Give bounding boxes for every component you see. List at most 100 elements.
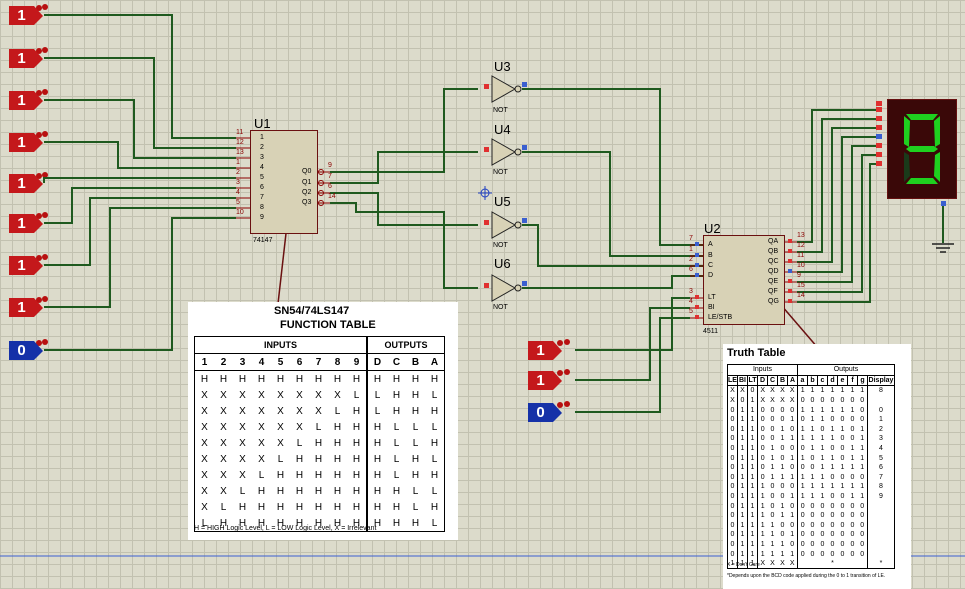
u2-out-state xyxy=(788,279,792,283)
table2-cell xyxy=(838,559,848,569)
table1-cell: X xyxy=(220,453,227,465)
table1-cell: H xyxy=(392,501,401,513)
table1-cell: H xyxy=(276,373,285,385)
segment-d xyxy=(906,178,938,184)
table1-cell: L xyxy=(374,389,381,401)
control-input-1[interactable]: 1 xyxy=(528,341,553,360)
wire-u6-to-d xyxy=(522,275,703,289)
table2-cell: 0 xyxy=(760,425,765,433)
logic-input-2[interactable]: 1 xyxy=(9,49,34,68)
logic-input-tip xyxy=(34,174,43,193)
table2-cell: 0 xyxy=(857,501,868,511)
table2-cell: 1 xyxy=(737,405,748,415)
table1-header-cell: 9 xyxy=(347,353,368,371)
wire-seg-4 xyxy=(797,136,878,273)
u2-pin-label: BI xyxy=(708,304,715,311)
logic-input-7[interactable]: 1 xyxy=(9,256,34,275)
table2-cell: 0 xyxy=(800,540,805,548)
table2-cell: 0 xyxy=(820,531,825,539)
table2-cell: 0 xyxy=(780,531,785,539)
table1-cell: L xyxy=(201,517,208,529)
table1-cell: X xyxy=(239,469,246,481)
gate-u6-sub: NOT xyxy=(493,304,508,311)
logic-input-8[interactable]: 1 xyxy=(9,298,34,317)
table2-cell: 1 xyxy=(770,464,775,472)
table2-title: Truth Table xyxy=(727,347,786,359)
table2-cell: 1 xyxy=(857,453,868,463)
table2-cell: 1 xyxy=(850,493,855,501)
logic-input-5[interactable]: 1 xyxy=(9,174,34,193)
table1-cell: X xyxy=(201,405,208,417)
table2-cell: 1 xyxy=(800,493,805,501)
table2-cell: 1 xyxy=(747,558,758,569)
table1-cell: H xyxy=(276,485,285,497)
table2-cell: 0 xyxy=(727,472,738,483)
table1-cell: X xyxy=(201,389,208,401)
logic-input-4[interactable]: 1 xyxy=(9,133,34,152)
table2-cell: 1 xyxy=(810,406,815,414)
table2-header-cell: A xyxy=(787,375,798,387)
table2-cell: 0 xyxy=(747,385,758,396)
table1-cell: X xyxy=(201,453,208,465)
seven-segment-display[interactable] xyxy=(887,99,957,199)
ground-pin-state xyxy=(941,201,946,206)
table1-cell: H xyxy=(219,517,228,529)
control-input-3[interactable]: 0 xyxy=(528,403,553,422)
table1-cell: X xyxy=(201,437,208,449)
u2-chip[interactable] xyxy=(703,235,785,325)
table2-cell: 0 xyxy=(800,445,805,453)
table2-cell: 0 xyxy=(727,549,738,559)
table2-cell: 1 xyxy=(810,483,815,491)
table2-cell: 1 xyxy=(770,531,775,539)
table1-cell: H xyxy=(333,517,342,529)
table2-cell: 1 xyxy=(820,473,825,481)
table2-cell: 0 xyxy=(787,482,798,492)
table1-cell: H xyxy=(411,373,420,385)
not-gate-bubble xyxy=(514,148,522,156)
logic-input-1[interactable]: 1 xyxy=(9,6,34,25)
table1-cell: H xyxy=(347,403,368,419)
table2-cell: 0 xyxy=(780,416,785,424)
logic-input-9[interactable]: 0 xyxy=(9,341,34,360)
table2-cell: 0 xyxy=(780,483,785,491)
table1-cell: X xyxy=(296,389,303,401)
u2-pin-number: 4 xyxy=(689,298,693,305)
table1-cell: H xyxy=(314,501,323,513)
table2-cell: 0 xyxy=(760,445,765,453)
table2-cell: 0 xyxy=(840,540,845,548)
logic-input-6[interactable]: 1 xyxy=(9,214,34,233)
table1-cell: X xyxy=(277,405,284,417)
gate-u3-name: U3 xyxy=(494,59,511,74)
u1-out-label: Q0 xyxy=(302,168,312,175)
u1-pin-number: 1 xyxy=(236,159,240,166)
table2-cell: 1 xyxy=(840,425,845,433)
gate-output-state xyxy=(522,82,527,87)
u1-chip[interactable] xyxy=(250,130,318,234)
not-gate-body xyxy=(491,75,517,103)
probe-dot xyxy=(564,339,570,345)
table2-cell: 0 xyxy=(800,531,805,539)
wire-to-gate xyxy=(330,192,478,226)
logic-input-tip xyxy=(34,49,43,68)
u2-name: U2 xyxy=(704,221,721,236)
table2-cell: 0 xyxy=(800,521,805,529)
u1-pin-label: 8 xyxy=(260,204,264,211)
table1-cell: L xyxy=(220,501,227,513)
control-input-2[interactable]: 1 xyxy=(528,371,553,390)
wire-input-9 xyxy=(44,217,236,351)
probe-dot xyxy=(42,254,48,260)
table2-cell: 0 xyxy=(830,550,835,558)
display-segments xyxy=(904,114,940,184)
table1-cell: X xyxy=(239,405,246,417)
logic-input-3[interactable]: 1 xyxy=(9,91,34,110)
table2-cell xyxy=(818,559,828,569)
table2-cell: 0 xyxy=(800,512,805,520)
